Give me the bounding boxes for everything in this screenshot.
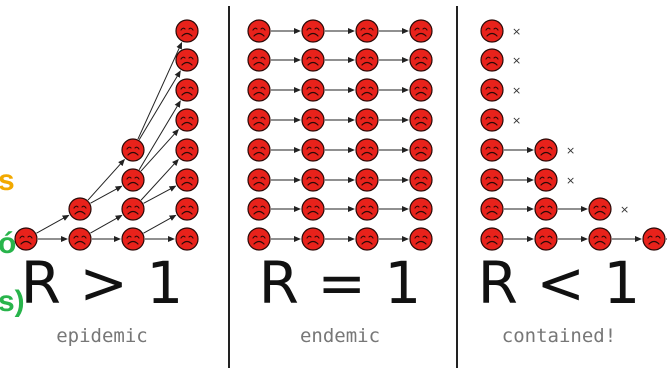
sad-face-icon: [480, 168, 504, 192]
sad-face-icon: [301, 48, 325, 72]
sad-face-icon: [534, 197, 558, 221]
arrow-icon: [140, 128, 179, 172]
stop-x-icon: ×: [512, 54, 521, 67]
sad-face-icon: [68, 197, 92, 221]
sad-face-icon: [301, 78, 325, 102]
arrow-icon: [143, 185, 177, 204]
arrow-icon: [90, 185, 123, 204]
sad-face-icon: [247, 138, 271, 162]
sad-face-icon: [247, 19, 271, 43]
sad-face-icon: [175, 227, 199, 251]
epidemic-heading: R > 1: [20, 249, 184, 317]
arrow-icon: [90, 214, 123, 234]
faces-layer: [14, 19, 666, 251]
sad-face-icon: [409, 78, 433, 102]
arrow-icon: [87, 158, 125, 201]
cropped-edge-text: ó: [0, 227, 17, 260]
contained-caption: contained!: [501, 325, 617, 347]
sad-face-icon: [355, 227, 379, 251]
sad-face-icon: [480, 19, 504, 43]
endemic-caption: endemic: [299, 325, 381, 347]
sad-face-icon: [121, 168, 145, 192]
sad-face-icon: [480, 197, 504, 221]
sad-face-icon: [68, 227, 92, 251]
sad-face-icon: [480, 108, 504, 132]
stop-x-icon: ×: [512, 25, 521, 38]
sad-face-icon: [534, 168, 558, 192]
sad-face-icon: [355, 48, 379, 72]
sad-face-icon: [247, 78, 271, 102]
arrow-icon: [138, 70, 181, 140]
sad-face-icon: [301, 197, 325, 221]
sad-face-icon: [355, 108, 379, 132]
arrow-icon: [137, 41, 183, 140]
sad-face-icon: [355, 138, 379, 162]
sad-face-icon: [355, 197, 379, 221]
sad-face-icon: [409, 48, 433, 72]
sad-face-icon: [247, 168, 271, 192]
sad-face-icon: [301, 108, 325, 132]
endemic-heading: R = 1: [258, 249, 422, 317]
sad-face-icon: [175, 108, 199, 132]
stop-x-icon: ×: [620, 203, 629, 216]
sad-face-icon: [175, 168, 199, 192]
panel-divider: [228, 6, 230, 368]
sad-face-icon: [175, 48, 199, 72]
sad-face-icon: [14, 227, 38, 251]
sad-face-icon: [642, 227, 666, 251]
sad-face-icon: [247, 108, 271, 132]
sad-face-icon: [534, 138, 558, 162]
sad-face-icon: [480, 138, 504, 162]
sad-face-icon: [355, 19, 379, 43]
sad-face-icon: [534, 227, 558, 251]
sad-face-icon: [355, 168, 379, 192]
sad-face-icon: [301, 138, 325, 162]
stop-x-icon: ×: [512, 114, 521, 127]
stop-x-icon: ×: [512, 84, 521, 97]
arrow-icon: [143, 214, 177, 234]
sad-face-icon: [480, 78, 504, 102]
cropped-edge-text: s): [0, 285, 25, 318]
sad-face-icon: [588, 227, 612, 251]
sad-face-icon: [247, 197, 271, 221]
stop-x-icon: ×: [566, 144, 575, 157]
sad-face-icon: [175, 19, 199, 43]
epidemic-caption: epidemic: [56, 325, 148, 347]
sad-face-icon: [175, 138, 199, 162]
sad-face-icon: [175, 78, 199, 102]
arrow-icon: [138, 100, 181, 170]
sad-face-icon: [121, 138, 145, 162]
sad-face-icon: [409, 227, 433, 251]
contained-heading: R < 1: [477, 249, 641, 317]
sad-face-icon: [247, 48, 271, 72]
sad-face-icon: [409, 197, 433, 221]
sad-face-icon: [409, 19, 433, 43]
stop-x-icon: ×: [566, 174, 575, 187]
sad-face-icon: [301, 19, 325, 43]
sad-face-icon: [121, 227, 145, 251]
sad-face-icon: [480, 48, 504, 72]
sad-face-icon: [301, 168, 325, 192]
sad-face-icon: [480, 227, 504, 251]
sad-face-icon: [247, 227, 271, 251]
arrows-layer: [36, 28, 667, 242]
sad-face-icon: [409, 168, 433, 192]
sad-face-icon: [175, 197, 199, 221]
stop-marks-layer: × × × × × × ×: [512, 25, 629, 216]
sad-face-icon: [409, 108, 433, 132]
panel-divider: [456, 6, 458, 368]
cropped-edge-text: s: [0, 164, 15, 197]
sad-face-icon: [588, 197, 612, 221]
arrow-icon: [140, 158, 179, 201]
arrow-icon: [36, 214, 70, 234]
sad-face-icon: [121, 197, 145, 221]
sad-face-icon: [301, 227, 325, 251]
sad-face-icon: [409, 138, 433, 162]
sad-face-icon: [355, 78, 379, 102]
